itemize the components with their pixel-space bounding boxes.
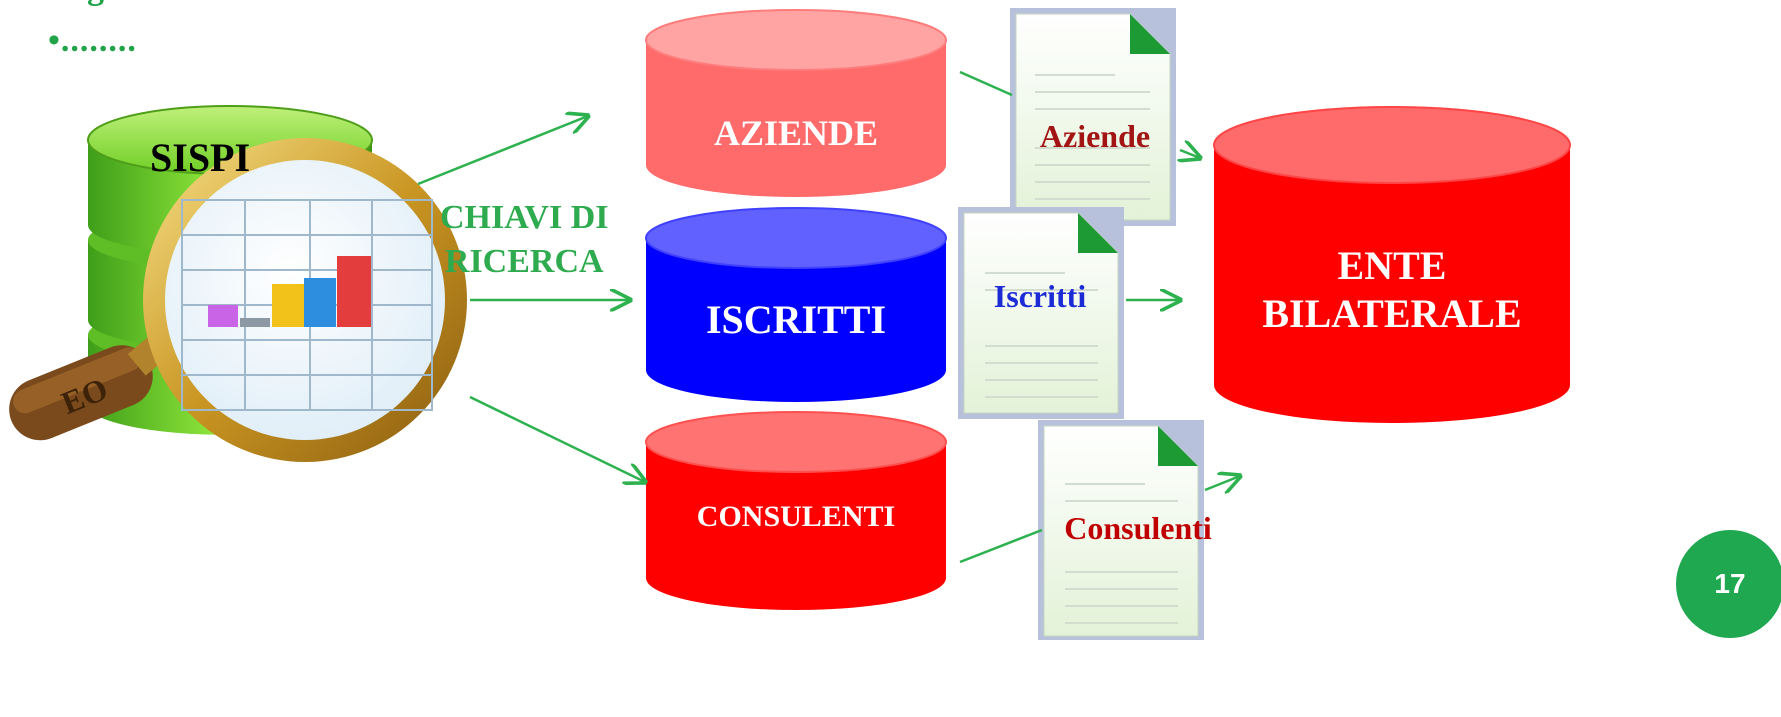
magnifier-icon: EO (9, 138, 467, 462)
connectors (417, 70, 1240, 564)
iscritti-document-icon (958, 207, 1124, 419)
bullet-item: •........ (48, 22, 137, 59)
consulenti-document-icon (1038, 420, 1204, 640)
aziende-document-label: Aziende (1039, 118, 1151, 154)
spreadsheet-grid (181, 199, 433, 411)
page-number-badge: 17 (1676, 530, 1781, 638)
ente-bilaterale-label: ENTE BILATERALE (1214, 242, 1570, 338)
search-keys-line-2: RICERCA (444, 243, 604, 280)
aziende-database (645, 9, 947, 197)
ente-bilaterale-database (1213, 106, 1571, 423)
iscritti-label: ISCRITTI (705, 297, 887, 342)
ente-line-1: ENTE (1337, 243, 1447, 288)
consulenti-database (645, 411, 947, 610)
arrow-sispi-to-aziende (417, 116, 588, 186)
sispi-label: SISPI (150, 135, 251, 180)
search-keys-label: CHIAVI DI RICERCA (440, 196, 608, 284)
line-consulenti-to-doc (959, 528, 1043, 564)
slide-title-fragment: agliata dei contributi (70, 0, 374, 8)
consulenti-label: CONSULENTI (696, 500, 896, 533)
ente-line-2: BILATERALE (1262, 291, 1522, 336)
aziende-label: AZIENDE (713, 113, 879, 153)
iscritti-database (645, 207, 947, 402)
line-aziende-to-doc (959, 70, 1013, 97)
arrow-consulenti-doc-to-ente (1204, 476, 1240, 490)
chart-bars-icon (208, 256, 371, 327)
arrow-sispi-to-consulenti (469, 395, 645, 482)
consulenti-document-label: Consulenti (1064, 510, 1212, 546)
search-keys-line-1: CHIAVI DI (440, 199, 609, 236)
aziende-document-icon (1010, 8, 1176, 226)
iscritti-document-label: Iscritti (993, 278, 1087, 314)
arrow-aziende-doc-to-ente (1180, 150, 1200, 158)
